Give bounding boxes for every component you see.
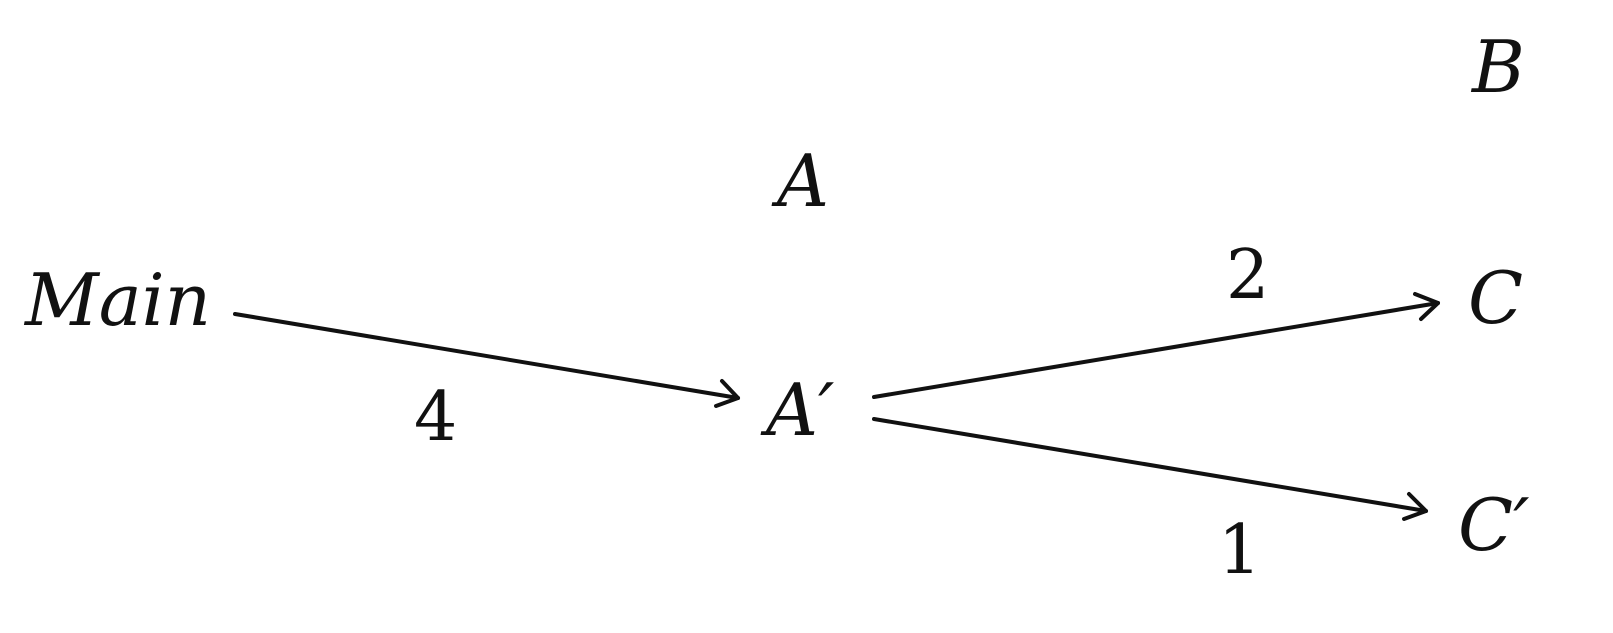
node-a-prime: A′ — [760, 368, 834, 452]
edge-label-main-to-a-prime: 4 — [414, 378, 457, 457]
edge-label-a-prime-to-c: 2 — [1226, 236, 1269, 315]
node-c: C — [1468, 256, 1523, 340]
edge-a-prime-to-c-prime-arrowhead — [1402, 492, 1428, 521]
edge-label-a-prime-to-c-prime: 1 — [1218, 511, 1261, 590]
node-main: Main — [23, 258, 211, 342]
edge-main-to-a-prime-arrowhead — [714, 379, 740, 408]
node-c-prime: C′ — [1458, 483, 1529, 567]
edge-main-to-a-prime — [233, 312, 740, 408]
edge-a-prime-to-c-prime — [872, 417, 1428, 521]
edge-main-to-a-prime-line — [233, 312, 740, 400]
node-b: B — [1470, 25, 1525, 109]
edge-a-prime-to-c — [872, 292, 1440, 399]
edge-a-prime-to-c-arrowhead — [1413, 292, 1440, 321]
edge-a-prime-to-c-line — [872, 301, 1440, 399]
node-a: A — [771, 139, 829, 223]
edge-a-prime-to-c-prime-line — [872, 417, 1428, 513]
